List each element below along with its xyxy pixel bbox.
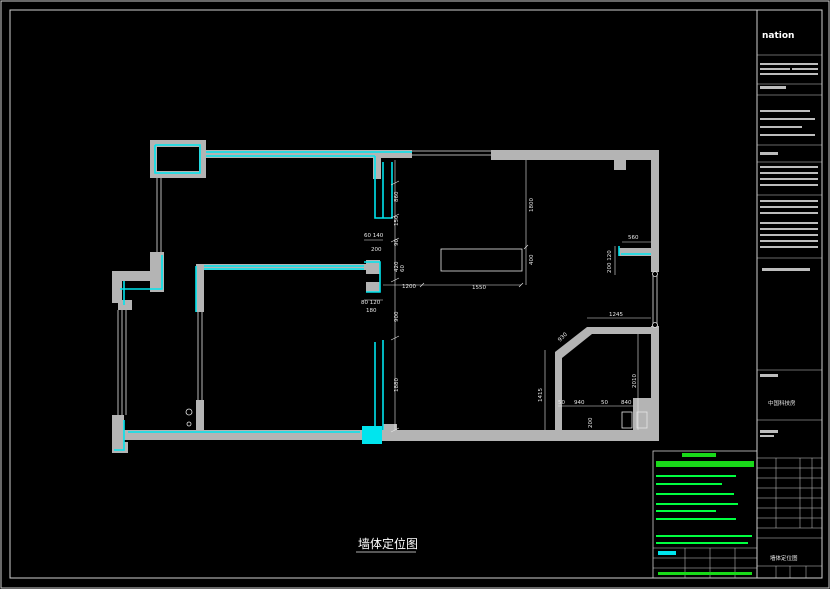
- dim-200-120: 200 120: [607, 250, 613, 273]
- sheet-inner-frame: [9, 9, 823, 579]
- dim-1200: 1200: [402, 284, 416, 290]
- cyan-column: [362, 426, 382, 444]
- dim-1415: 1415: [538, 388, 544, 402]
- project-name: 中国科技房: [768, 399, 796, 407]
- dim-900: 900: [394, 311, 400, 322]
- drawing-title: 墙体定位图: [358, 536, 418, 551]
- dim-60: 60: [400, 265, 406, 272]
- new-walls: [114, 144, 651, 451]
- dim-560: 560: [628, 235, 639, 241]
- title-block: nation: [756, 10, 822, 578]
- dim-1800: 1800: [529, 198, 535, 212]
- dim-200-b: 200: [588, 417, 594, 428]
- dim-60-140: 60 140: [364, 233, 384, 239]
- dim-940: 940: [574, 400, 585, 406]
- notes-box: [652, 450, 758, 579]
- dim-1880: 1880: [394, 378, 400, 392]
- title-block-drawing-name: 墙体定位图: [770, 554, 798, 562]
- dim-200: 200: [371, 247, 382, 253]
- dim-50-a: 50: [558, 400, 565, 406]
- dimension-texts: 1200 1550 1800 400 860 150 90 420 60 140…: [361, 191, 639, 428]
- dim-930: 930: [557, 331, 569, 343]
- dim-90: 90: [394, 239, 400, 246]
- dim-1550: 1550: [472, 285, 486, 291]
- dim-2010: 2010: [632, 374, 638, 388]
- existing-walls: [112, 140, 659, 453]
- title-block-logo: nation: [762, 31, 794, 41]
- dim-150: 150: [394, 215, 400, 226]
- dim-80-120: 80 120: [361, 300, 381, 306]
- dim-400: 400: [529, 254, 535, 265]
- dimension-lines: [364, 160, 651, 433]
- dim-420: 420: [394, 261, 400, 272]
- openings: [117, 150, 658, 429]
- dim-1245: 1245: [609, 312, 623, 318]
- dim-840: 840: [621, 400, 632, 406]
- dim-860: 860: [394, 191, 400, 202]
- dim-50-b: 50: [601, 400, 608, 406]
- dim-180: 180: [366, 308, 377, 314]
